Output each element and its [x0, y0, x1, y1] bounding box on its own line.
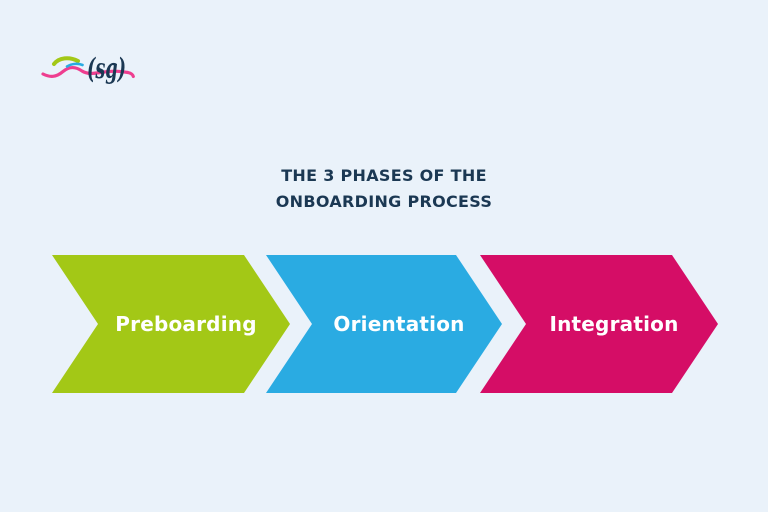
- sg-logo: (sg): [36, 42, 140, 90]
- page-title-line-1: THE 3 PHASES OF THE: [281, 166, 487, 185]
- page-title: THE 3 PHASES OF THE ONBOARDING PROCESS: [0, 163, 768, 215]
- phase-label-preboarding: Preboarding: [115, 312, 257, 336]
- onboarding-phases-diagram: Preboarding Orientation Integration: [0, 255, 768, 393]
- phase-label-orientation: Orientation: [333, 312, 465, 336]
- logo-text: (sg): [87, 52, 126, 85]
- phase-label-integration: Integration: [549, 312, 679, 336]
- logo-pink-swoosh-icon: [41, 65, 135, 79]
- logo-green-swoosh-icon: [52, 56, 80, 66]
- phase-chevron-orientation: Orientation: [266, 255, 502, 393]
- logo-blue-swoosh-icon: [65, 62, 84, 68]
- page-title-line-2: ONBOARDING PROCESS: [275, 192, 493, 211]
- phase-chevron-integration: Integration: [480, 255, 718, 393]
- sg-logo-graphic: (sg): [41, 52, 135, 85]
- phase-chevron-preboarding: Preboarding: [52, 255, 290, 393]
